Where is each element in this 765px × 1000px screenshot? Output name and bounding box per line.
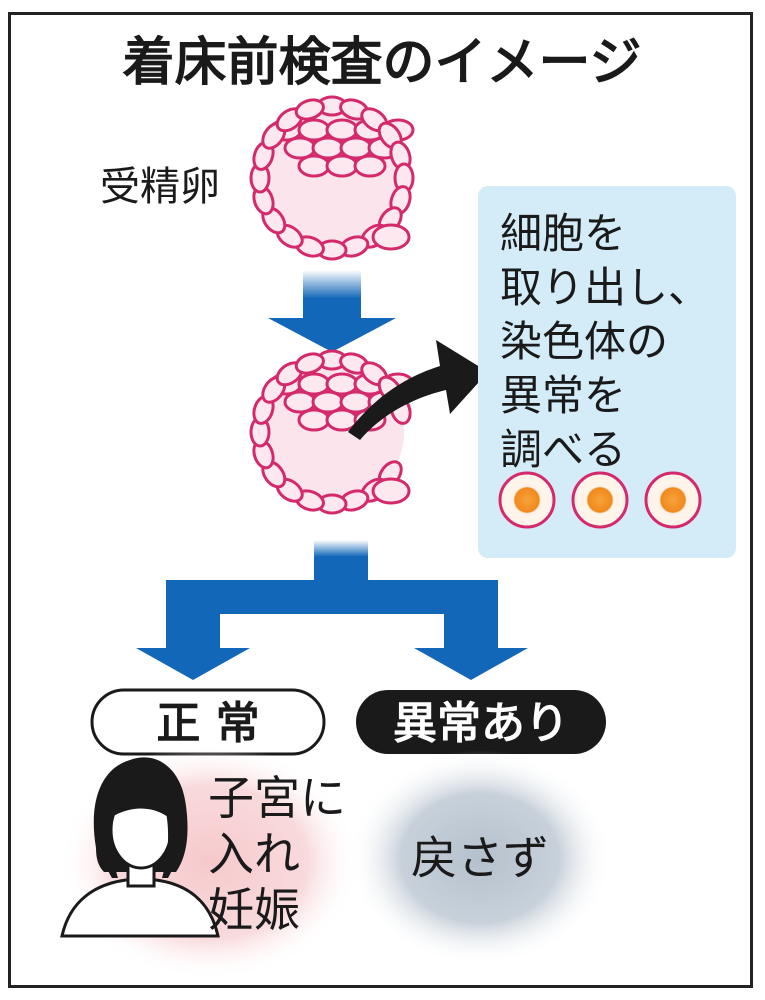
normal-result-line-3: 妊娠 [208,883,300,937]
embryo-bud [371,223,411,251]
embryo-bud [371,477,411,505]
inner-cell-9 [297,408,331,432]
down-arrow [268,270,396,352]
abnormal-label: 異常あり [393,698,569,749]
inner-cell-9 [297,154,331,178]
abnormal-pill: 異常あり [356,690,606,754]
info-line-5: 調べる [500,425,626,474]
normal-label: 正 常 [156,698,259,749]
outer-cell-19 [294,352,325,375]
extracted-cell-2 [571,471,629,529]
info-line-2: 取り出し、 [500,263,710,312]
outer-cell-19 [294,98,325,121]
info-line-4: 異常を [500,371,626,420]
normal-result-line-1: 子宮に [208,771,346,825]
info-line-3: 染色体の [500,317,668,366]
embryo-label: 受精卵 [100,164,220,210]
page-title: 着床前検査のイメージ [123,33,642,93]
extracted-cell-1 [498,471,556,529]
info-line-1: 細胞を [500,209,626,258]
extracted-cell-3 [644,471,702,529]
normal-result-line-2: 入れ [208,827,300,881]
abnormal-outcome: 戻さず [348,750,612,966]
normal-outcome: 子宮に 入れ 妊娠 [60,744,360,980]
abnormal-result: 戻さず [411,831,549,885]
normal-pill: 正 常 [90,688,326,756]
embryo-biopsy [249,349,415,515]
woman-icon [60,757,220,938]
inner-cell-11 [353,154,387,178]
inner-cell-10 [325,154,359,178]
info-box: 細胞を 取り出し、 染色体の 異常を 調べる [478,186,736,558]
embryo-fertilized-egg [249,95,415,261]
extraction-arrow [348,340,488,440]
fork-arrow [136,540,528,680]
